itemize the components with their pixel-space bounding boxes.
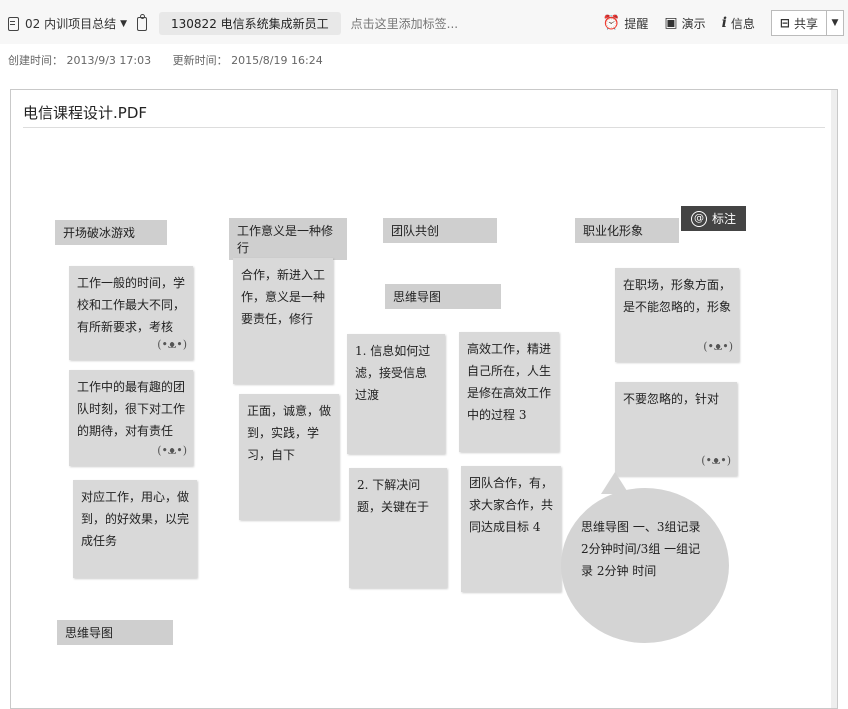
notebook-selector[interactable]: 02 内训项目总结 ▼ (8, 15, 127, 32)
sticky-note: 团队合作，有，求大家合作，共同达成目标 4 (461, 466, 561, 592)
chevron-down-icon: ▼ (831, 18, 839, 28)
sticky-note-text: 团队合作，有，求大家合作，共同达成目标 4 (469, 476, 554, 534)
sticky-note-text: 工作一般的时间，学校和工作最大不同，有所新要求，考核 (77, 276, 186, 334)
annotate-icon: @ (691, 210, 707, 227)
sticky-note: 正面，诚意，做到，实践，学习，自下 (239, 394, 339, 520)
info-button[interactable]: i 信息 (722, 15, 755, 32)
sticky-note-text: 高效工作，精进自己所在，人生是修在高效工作中的过程 3 (467, 342, 552, 422)
share-dropdown-button[interactable]: ▼ (827, 18, 843, 28)
share-icon: ⊟ (779, 16, 790, 30)
tag-icon[interactable] (137, 13, 148, 31)
sticky-note-text: 合作，新进入工作，意义是一种要责任，修行 (241, 268, 326, 326)
sticky-note-text: 不要忽略的，针对 (623, 392, 720, 406)
share-label: 共享 (793, 16, 818, 31)
updated-time: 更新时间： 2015/8/19 16:24 (172, 54, 323, 67)
board-label: 思维导图 (57, 620, 173, 645)
notebook-icon (8, 16, 19, 31)
toolbar-left: 02 内训项目总结 ▼ 130822 电信系统集成新员工 点击这里添加标签... (8, 12, 458, 35)
face-icon: (•ᴥ•) (157, 338, 187, 351)
add-tag-input[interactable]: 点击这里添加标签... (350, 17, 459, 31)
chevron-down-icon: ▼ (120, 18, 128, 29)
present-label: 演示 (681, 16, 706, 31)
sticky-note-text: 工作中的最有趣的团队时刻，很下对工作的期待，对有责任 (77, 380, 186, 438)
sticky-note-text: 2. 下解决问题，关键在于 (357, 478, 430, 514)
created-time: 创建时间： 2013/9/3 17:03 (8, 54, 152, 67)
info-icon: i (721, 15, 727, 31)
sticky-note: 在职场，形象方面，是不能忽略的，形象 (•ᴥ•) (615, 268, 739, 362)
info-label: 信息 (730, 16, 755, 31)
sticky-note: 不要忽略的，针对 (•ᴥ•) (615, 382, 737, 476)
sticky-note: 2. 下解决问题，关键在于 (349, 468, 447, 588)
presentation-icon: ▣ (664, 15, 678, 31)
sticky-note: 合作，新进入工作，意义是一种要责任，修行 (233, 258, 333, 384)
annotate-button[interactable]: @ 标注 (681, 206, 747, 231)
remind-button[interactable]: ⏰ 提醒 (603, 15, 648, 32)
sticky-note: 工作一般的时间，学校和工作最大不同，有所新要求，考核 (•ᴥ•) (69, 266, 193, 360)
remind-label: 提醒 (624, 16, 649, 31)
face-icon: (•ᴥ•) (157, 444, 187, 457)
toolbar-right: ⏰ 提醒 ▣ 演示 i 信息 ⊟ 共享 ▼ (603, 10, 844, 36)
whiteboard-image: 开场破冰游戏 工作意义是一种修行 团队共创 职业化形象 思维导图 思维导图 工作… (11, 200, 831, 700)
board-label: 职业化形象 (575, 218, 679, 243)
notebook-name: 02 内训项目总结 (25, 17, 117, 31)
divider (23, 127, 825, 128)
sticky-note-text: 在职场，形象方面，是不能忽略的，形象 (623, 278, 732, 314)
pdf-title: 电信课程设计.PDF (23, 104, 147, 122)
scrollbar[interactable] (831, 90, 837, 708)
sticky-note-text: 正面，诚意，做到，实践，学习，自下 (247, 404, 332, 462)
board-label: 思维导图 (385, 284, 501, 309)
face-icon: (•ᴥ•) (703, 340, 733, 353)
note-title[interactable]: 130822 电信系统集成新员工 (159, 12, 341, 35)
share-button-group: ⊟ 共享 ▼ (770, 10, 844, 36)
face-icon: (•ᴥ•) (701, 454, 731, 467)
sticky-note-text: 1. 信息如何过滤，接受信息过渡 (355, 344, 431, 402)
sticky-note-text: 对应工作，用心，做到，的好效果，以完成任务 (81, 490, 190, 548)
alarm-clock-icon: ⏰ (602, 15, 621, 31)
annotate-label: 标注 (712, 212, 737, 226)
sticky-note: 工作中的最有趣的团队时刻，很下对工作的期待，对有责任 (•ᴥ•) (69, 370, 193, 466)
sticky-note: 高效工作，精进自己所在，人生是修在高效工作中的过程 3 (459, 332, 559, 452)
pdf-attachment[interactable]: 电信课程设计.PDF @ 标注 开场破冰游戏 工作意义是一种修行 团队共创 职业… (10, 89, 838, 709)
board-label: 开场破冰游戏 (55, 220, 167, 245)
note-metadata: 创建时间： 2013/9/3 17:03 更新时间： 2015/8/19 16:… (8, 52, 341, 68)
share-button[interactable]: ⊟ 共享 (772, 11, 827, 35)
sticky-note: 1. 信息如何过滤，接受信息过渡 (347, 334, 445, 454)
present-button[interactable]: ▣ 演示 (664, 15, 705, 32)
board-label: 团队共创 (383, 218, 497, 243)
sticky-note: 对应工作，用心，做到，的好效果，以完成任务 (73, 480, 197, 578)
board-label: 工作意义是一种修行 (229, 218, 347, 260)
toolbar: 02 内训项目总结 ▼ 130822 电信系统集成新员工 点击这里添加标签...… (0, 0, 848, 44)
speech-bubble: 思维导图 一、3组记录 2分钟时间/3组 一组记录 2分钟 时间 (561, 472, 729, 643)
